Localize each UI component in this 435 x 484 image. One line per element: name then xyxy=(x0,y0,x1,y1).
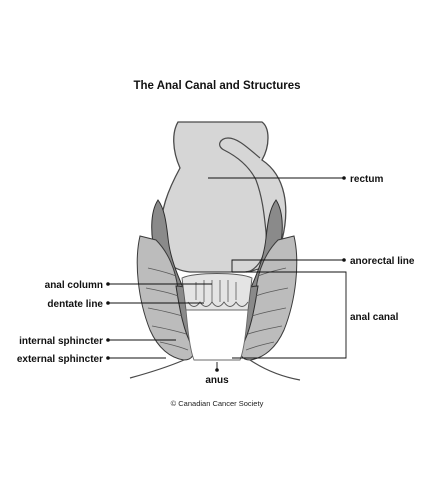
rectum-leader-dot xyxy=(342,176,346,180)
dentate-line-leader-dot xyxy=(106,301,110,305)
label-rectum: rectum xyxy=(350,174,383,185)
anal-canal-bracket xyxy=(232,271,347,359)
anus-leader-dot xyxy=(215,368,219,372)
internal-sphincter-leader-dot xyxy=(106,338,110,342)
label-external-sphincter: external sphincter xyxy=(17,354,103,365)
label-anal-column: anal column xyxy=(45,280,103,291)
label-anal-canal: anal canal xyxy=(350,312,399,323)
external-sphincter-leader-dot xyxy=(106,356,110,360)
anal-column-leader-dot xyxy=(106,282,110,286)
diagram-title: The Anal Canal and Structures xyxy=(134,80,301,92)
anal-canal-illustration xyxy=(129,273,301,381)
copyright-credit: © Canadian Cancer Society xyxy=(171,399,264,408)
label-internal-sphincter: internal sphincter xyxy=(19,336,103,347)
label-anus: anus xyxy=(205,375,229,386)
anorectal-line-leader-dot xyxy=(342,258,346,262)
label-anorectal-line: anorectal line xyxy=(350,256,415,267)
label-dentate-line: dentate line xyxy=(47,299,103,310)
anorectal-line-leader xyxy=(231,259,344,272)
